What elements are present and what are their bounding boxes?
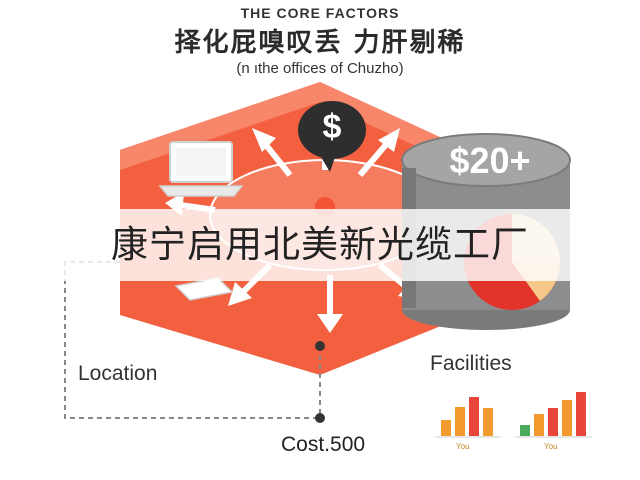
hexagon-top-highlight — [120, 82, 468, 170]
arrow-down — [317, 275, 343, 333]
bar — [469, 397, 479, 436]
bar — [520, 425, 530, 436]
bar — [534, 414, 544, 436]
laptop-icon — [158, 141, 244, 197]
page-subtitle: (n ıthe offices of Chuzho) — [236, 60, 404, 77]
bar — [483, 408, 493, 436]
headline-overlay-band — [0, 209, 600, 281]
dollar-symbol: $ — [322, 108, 342, 146]
mini-chart-caption-1: You — [456, 442, 470, 451]
coin-amount-label: $20+ — [449, 140, 531, 181]
headline-overlay-text: 康宁启用北美新光缆工厂 — [111, 223, 529, 266]
bar — [548, 408, 558, 436]
bar — [455, 407, 465, 436]
arrow-up-left — [252, 128, 293, 177]
facilities-label: Facilities — [430, 352, 512, 375]
page-title: 择化屁嗅叹丢 力肝剔稀 — [174, 28, 466, 58]
location-label: Location — [78, 362, 158, 385]
mini-bar-chart-1 — [436, 397, 500, 438]
bar — [576, 392, 586, 436]
mini-chart-caption-2: You — [544, 442, 558, 451]
dollar-bubble-icon — [298, 101, 366, 172]
bar — [441, 420, 451, 436]
top-label: THE CORE FACTORS — [240, 5, 400, 21]
bar — [562, 400, 572, 436]
arrow-up-right — [357, 128, 400, 177]
cost-label: Cost.500 — [281, 433, 366, 456]
mini-bar-chart-2 — [516, 392, 592, 438]
